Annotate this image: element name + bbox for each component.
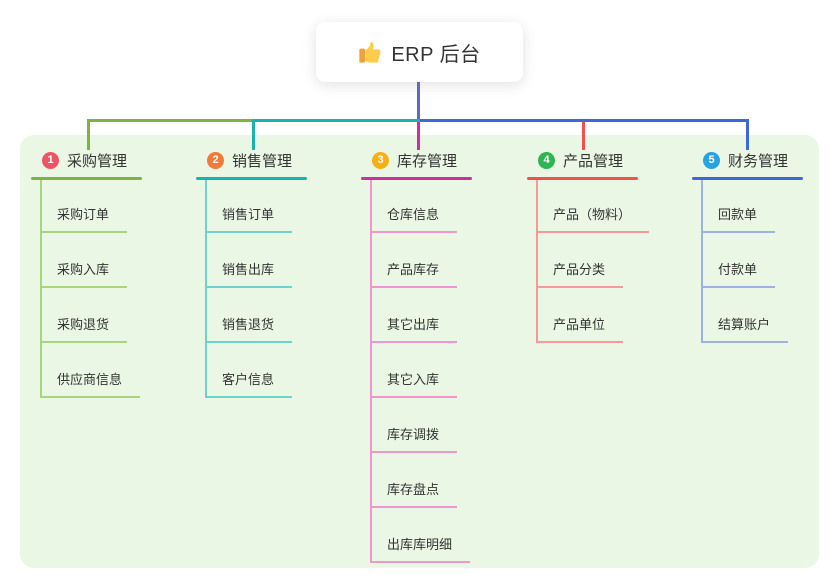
root-node[interactable]: ERP 后台: [316, 22, 523, 82]
node-sales-return[interactable]: 销售退货: [207, 314, 293, 343]
branch-5-children: 回款单 付款单 结算账户: [701, 180, 839, 343]
child-row: 其它入库: [372, 343, 536, 398]
branch-product: 4 产品管理 产品（物料） 产品分类 产品单位: [527, 147, 702, 343]
background-panel: [20, 135, 819, 568]
connector-rail-branch-5: [420, 119, 749, 122]
branch-inventory: 3 库存管理 仓库信息 产品库存 其它出库 其它入库 库存调拨 库存盘点 出库库…: [361, 147, 536, 563]
branch-sales-node[interactable]: 2 销售管理: [196, 147, 371, 174]
node-product-category[interactable]: 产品分类: [538, 259, 624, 288]
branch-5-title: 财务管理: [728, 153, 789, 170]
branch-2-badge: 2: [207, 152, 224, 169]
child-row: 采购入库: [42, 233, 206, 288]
node-outbound-detail[interactable]: 出库库明细: [372, 534, 471, 563]
node-other-inbound[interactable]: 其它入库: [372, 369, 458, 398]
branch-inventory-node[interactable]: 3 库存管理: [361, 147, 536, 174]
child-row: 销售退货: [207, 288, 371, 343]
child-row: 库存盘点: [372, 453, 536, 508]
child-row: 产品（物料）: [538, 180, 702, 233]
branch-2-children: 销售订单 销售出库 销售退货 客户信息: [205, 180, 371, 398]
branch-drop-4: [582, 122, 585, 150]
branch-3-title: 库存管理: [397, 153, 458, 170]
node-product-material[interactable]: 产品（物料）: [538, 204, 650, 233]
child-row: 供应商信息: [42, 343, 206, 398]
child-row: 出库库明细: [372, 508, 536, 563]
branch-sales: 2 销售管理 销售订单 销售出库 销售退货 客户信息: [196, 147, 371, 398]
branch-3-children: 仓库信息 产品库存 其它出库 其它入库 库存调拨 库存盘点 出库库明细: [370, 180, 536, 563]
branch-1-title: 采购管理: [67, 153, 128, 170]
branch-5-badge: 5: [703, 152, 720, 169]
child-row: 采购订单: [42, 180, 206, 233]
connector-rail-branch-2: [252, 119, 420, 122]
branch-purchase-node[interactable]: 1 采购管理: [31, 147, 206, 174]
branch-4-children: 产品（物料） 产品分类 产品单位: [536, 180, 702, 343]
node-product-stock[interactable]: 产品库存: [372, 259, 458, 288]
child-row: 结算账户: [703, 288, 839, 343]
child-row: 产品分类: [538, 233, 702, 288]
branch-drop-1: [87, 119, 90, 150]
branch-4-underline: [527, 177, 638, 180]
branch-2-title: 销售管理: [232, 153, 293, 170]
node-other-outbound[interactable]: 其它出库: [372, 314, 458, 343]
node-supplier-info[interactable]: 供应商信息: [42, 369, 141, 398]
node-payment-bill[interactable]: 付款单: [703, 259, 776, 288]
child-row: 客户信息: [207, 343, 371, 398]
branch-finance: 5 财务管理 回款单 付款单 结算账户: [692, 147, 839, 343]
node-stock-transfer[interactable]: 库存调拨: [372, 424, 458, 453]
branch-1-badge: 1: [42, 152, 59, 169]
child-row: 回款单: [703, 180, 839, 233]
thumbs-up-icon: [358, 40, 382, 64]
child-row: 采购退货: [42, 288, 206, 343]
node-purchase-order[interactable]: 采购订单: [42, 204, 128, 233]
branch-1-children: 采购订单 采购入库 采购退货 供应商信息: [40, 180, 206, 398]
child-row: 库存调拨: [372, 398, 536, 453]
branch-drop-3: [417, 122, 420, 150]
branch-4-title: 产品管理: [563, 153, 624, 170]
node-sales-order[interactable]: 销售订单: [207, 204, 293, 233]
branch-2-underline: [196, 177, 307, 180]
node-receipt-bill[interactable]: 回款单: [703, 204, 776, 233]
child-row: 销售出库: [207, 233, 371, 288]
branch-drop-2: [252, 119, 255, 150]
node-settlement-account[interactable]: 结算账户: [703, 314, 789, 343]
branch-5-underline: [692, 177, 803, 180]
branch-finance-node[interactable]: 5 财务管理: [692, 147, 839, 174]
branch-purchase: 1 采购管理 采购订单 采购入库 采购退货 供应商信息: [31, 147, 206, 398]
node-stock-count[interactable]: 库存盘点: [372, 479, 458, 508]
child-row: 其它出库: [372, 288, 536, 343]
branch-3-underline: [361, 177, 472, 180]
root-node-title: ERP 后台: [391, 43, 481, 66]
branch-3-badge: 3: [372, 152, 389, 169]
child-row: 付款单: [703, 233, 839, 288]
node-purchase-return[interactable]: 采购退货: [42, 314, 128, 343]
child-row: 销售订单: [207, 180, 371, 233]
branch-product-node[interactable]: 4 产品管理: [527, 147, 702, 174]
child-row: 产品单位: [538, 288, 702, 343]
node-customer-info[interactable]: 客户信息: [207, 369, 293, 398]
root-connector-line: [417, 82, 420, 122]
branch-1-underline: [31, 177, 142, 180]
node-product-unit[interactable]: 产品单位: [538, 314, 624, 343]
node-sales-outbound[interactable]: 销售出库: [207, 259, 293, 288]
child-row: 产品库存: [372, 233, 536, 288]
node-warehouse-info[interactable]: 仓库信息: [372, 204, 458, 233]
branch-drop-5: [746, 119, 749, 150]
branch-4-badge: 4: [538, 152, 555, 169]
node-purchase-inbound[interactable]: 采购入库: [42, 259, 128, 288]
child-row: 仓库信息: [372, 180, 536, 233]
